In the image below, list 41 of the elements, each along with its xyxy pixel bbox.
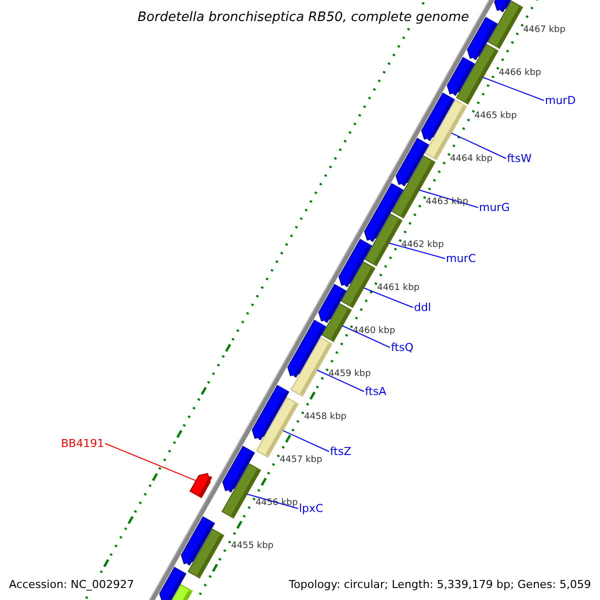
- scale-label: 4460 kbp: [352, 327, 396, 336]
- gene-label: lpxC: [299, 503, 324, 514]
- scale-label: 4461 kbp: [377, 284, 420, 294]
- gene-label: ftsQ: [391, 342, 414, 353]
- leader-line: [282, 430, 330, 452]
- scale-label: 4462 kbp: [401, 241, 444, 250]
- summary-text: Topology: circular; Length: 5,339,179 bp; Genes: 5,059: [288, 578, 592, 591]
- gene-label: murC: [446, 253, 476, 264]
- scale-label: 4455 kbp: [231, 542, 274, 552]
- gene-block: [421, 92, 455, 142]
- leader-line: [316, 370, 364, 392]
- accession-text: Accession: NC_002927: [8, 578, 136, 591]
- scale-label: 4457 kbp: [280, 456, 322, 466]
- gene-label: ddl: [414, 302, 432, 313]
- leader-line: [388, 242, 446, 259]
- leader-line: [418, 190, 478, 208]
- scale-label: 4467 kbp: [523, 26, 566, 36]
- scale-label: 4456 kbp: [255, 499, 298, 508]
- scale-label: 4464 kbp: [450, 155, 492, 164]
- gene-block: [494, 0, 512, 12]
- scale-label: 4466 kbp: [498, 69, 542, 78]
- gene-block: [446, 56, 476, 96]
- gene-label: ftsA: [365, 386, 386, 397]
- gene-label: BB4191: [61, 438, 104, 449]
- gene-bar: [321, 303, 352, 342]
- leader-line: [246, 494, 298, 509]
- gene-label: murD: [545, 95, 576, 106]
- gene-label: ftsW: [507, 153, 532, 164]
- gene-bar: [364, 213, 403, 266]
- gene-block: [189, 472, 212, 498]
- scale-label: 4458 kbp: [304, 413, 347, 422]
- leader-line: [104, 443, 196, 482]
- leader-line: [363, 287, 414, 308]
- scale-label: 4465 kbp: [474, 112, 517, 122]
- gene-bar: [188, 528, 224, 579]
- gene-bar: [340, 261, 376, 308]
- gene-label: murG: [479, 202, 510, 213]
- gene-label: ftsZ: [330, 446, 352, 457]
- leader-line: [482, 76, 544, 101]
- leader-line: [450, 132, 506, 159]
- scale-label: 4459 kbp: [328, 370, 371, 380]
